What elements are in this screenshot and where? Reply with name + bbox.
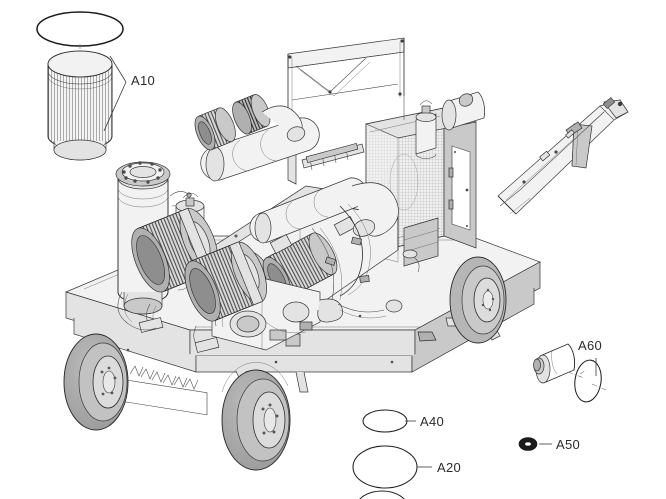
a60-oring [574,359,602,403]
a20-oring [352,445,418,489]
wheel-rear [63,333,129,431]
a10-leader-upper [109,55,127,83]
exhaust-tube-main [249,177,368,244]
a60-cartridge [533,343,576,384]
turbo-couplings [194,94,306,151]
injector-rail [301,142,365,171]
deck-pipework [117,249,420,334]
callout-label-a10: A10 [131,73,155,88]
chassis-vent-slots [122,365,208,416]
callout-a40-group: A40 [362,409,444,433]
callout-label-a40: A40 [420,414,444,429]
callout-a50-group: A50 [518,437,580,452]
control-panel-door [448,145,471,231]
silencer [441,91,485,131]
a60-centerlines [567,369,607,391]
callout-a20-group: A20 [352,445,461,489]
callout-a10-group: A10 [36,11,155,161]
callout-a60-group: A60 [533,338,607,403]
flange-bolts [122,161,162,184]
twin-pump-units [131,207,267,353]
coolant-hoses [311,203,371,301]
tow-drawbar [497,97,629,215]
wheel-far-side [449,256,507,344]
a10-filter-element [47,50,113,161]
callout-label-a60: A60 [578,338,602,353]
a10-leader-lower [103,81,127,132]
exhaust-downpipe [351,182,399,237]
clipped-oring [359,490,405,499]
callout-label-a20: A20 [437,460,461,475]
wheel-front [221,362,291,471]
a10-oring [36,11,124,47]
callout-label-a50: A50 [556,437,580,452]
expansion-tank [415,100,437,159]
